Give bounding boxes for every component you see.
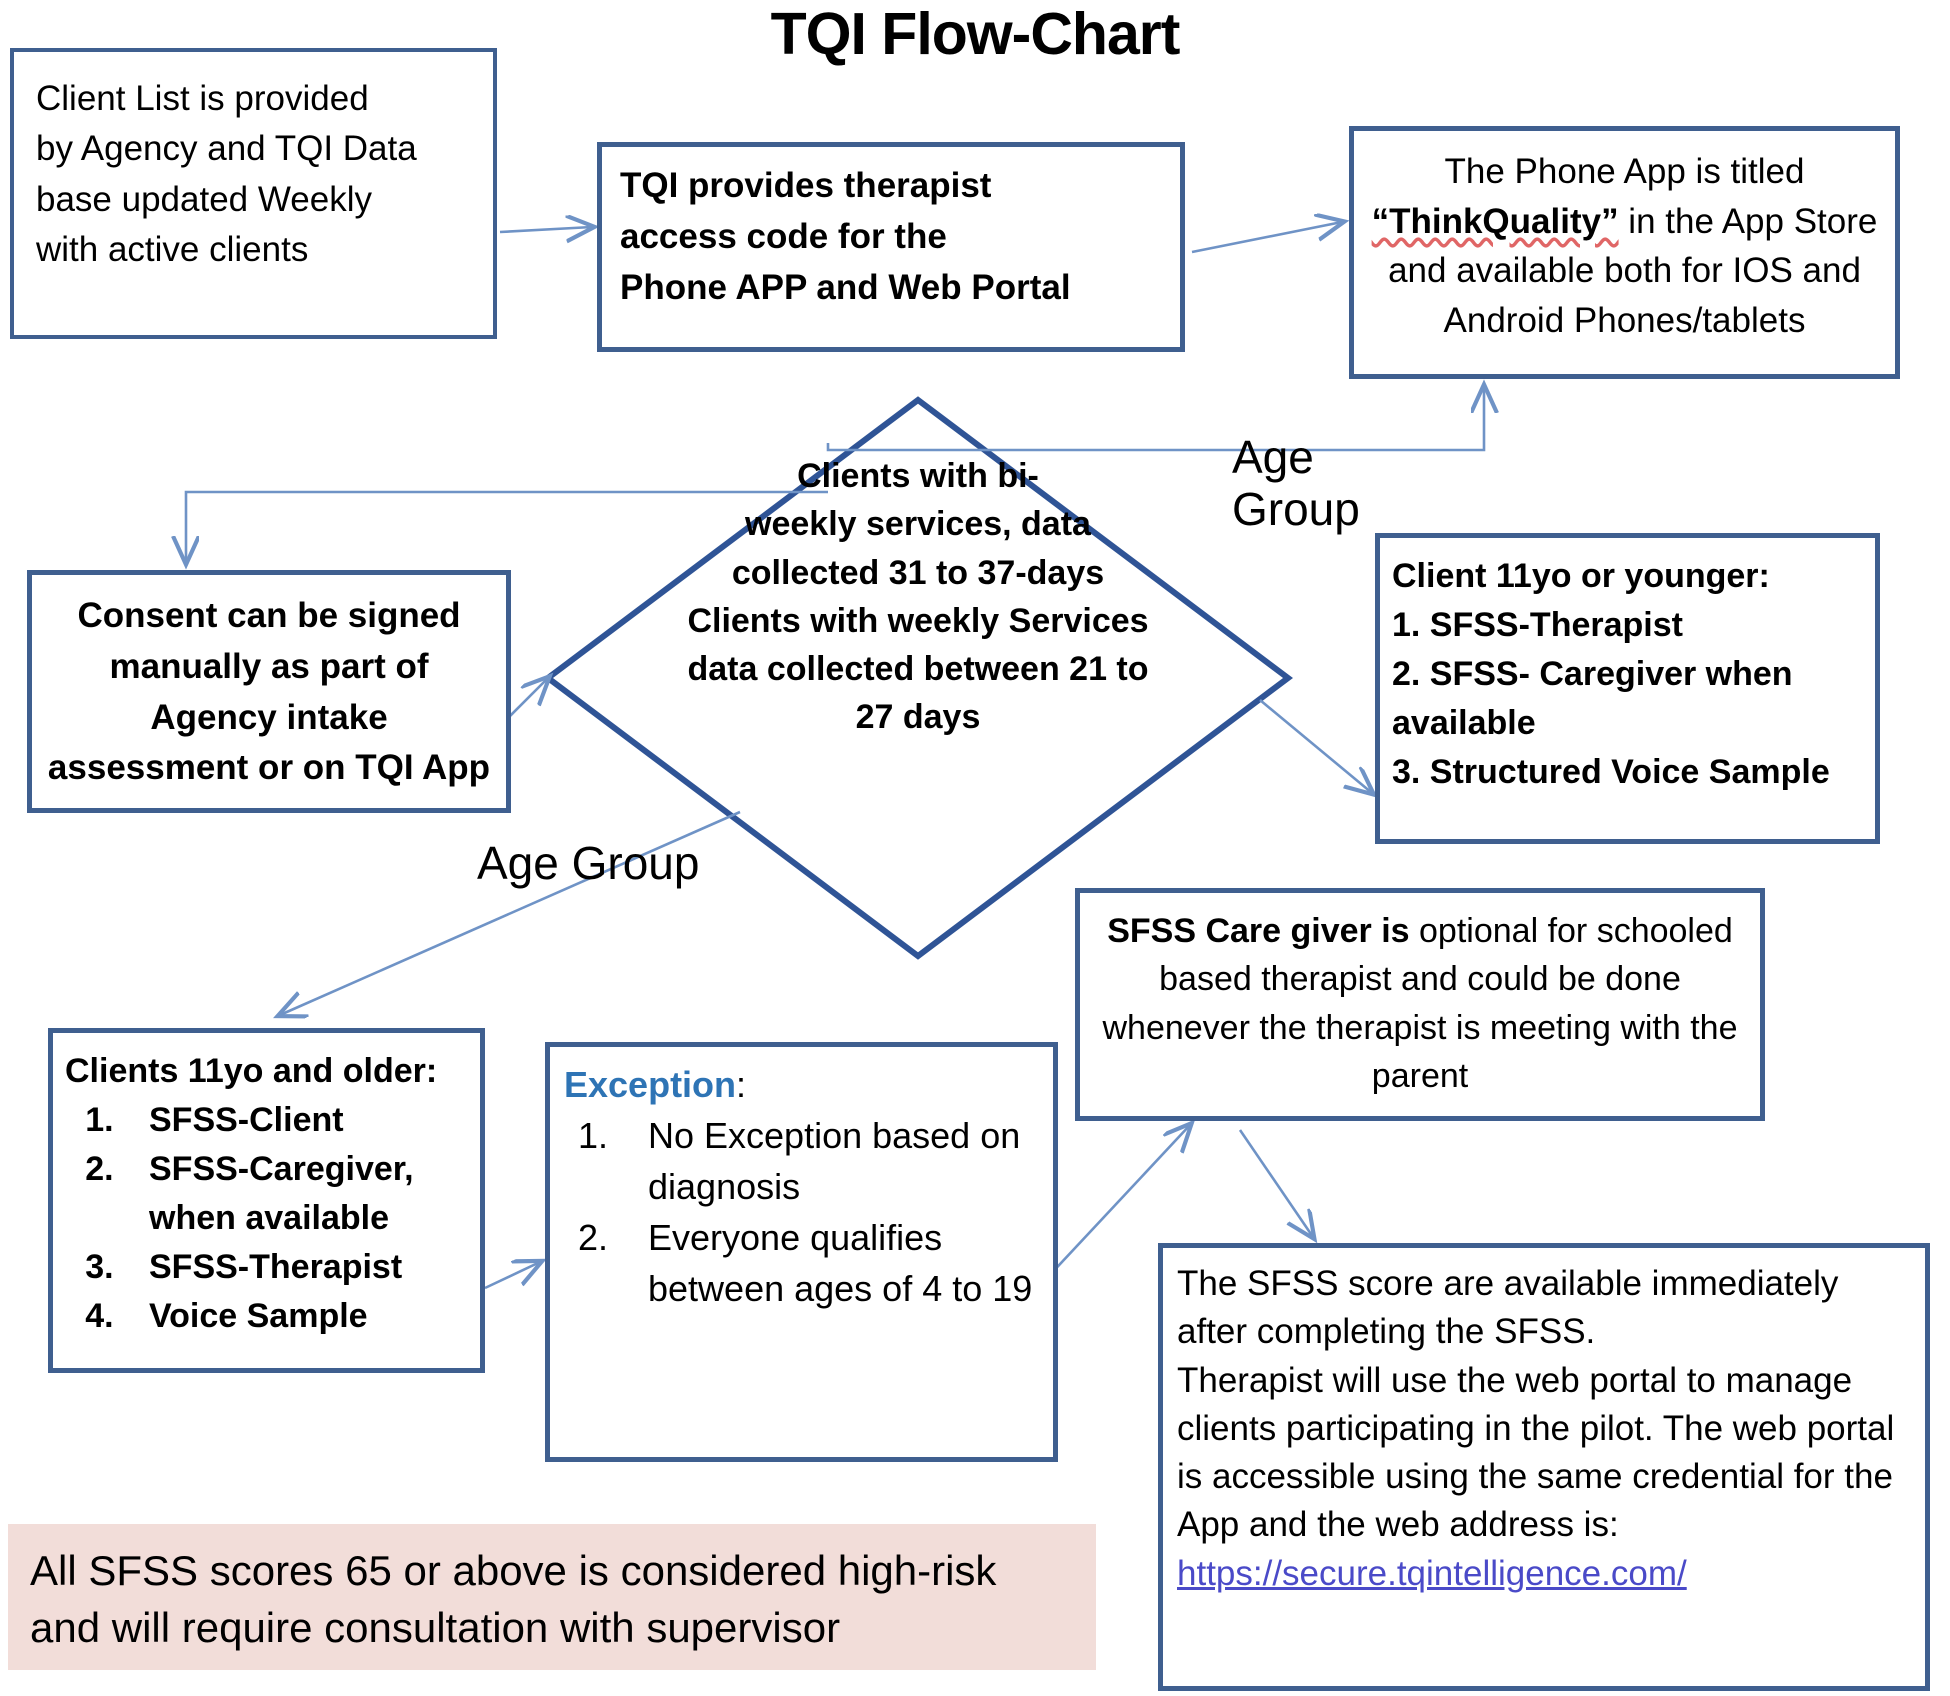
- edge-label-age-group-right: Age Group: [1232, 431, 1360, 535]
- age-younger-item-3: 3. Structured Voice Sample: [1392, 752, 1830, 791]
- sfss-score-paragraph-2: Therapist will use the web portal to man…: [1177, 1360, 1895, 1545]
- decision-diamond-label: Clients with bi- weekly services, data c…: [628, 452, 1208, 742]
- edge-sfss-caregiver-to-sfss-score: [1238, 1129, 1313, 1237]
- edge-label-age-group-left: Age Group: [477, 837, 700, 889]
- high-risk-banner-text: All SFSS scores 65 or above is considere…: [30, 1547, 997, 1652]
- age-11-and-older-box: Clients 11yo and older: SFSS-Client SFSS…: [48, 1028, 485, 1373]
- tqi-access-line-1: TQI provides therapist: [620, 166, 992, 205]
- sfss-caregiver-rest: optional for schooled based therapist an…: [1102, 912, 1738, 1095]
- age-older-item-4: Voice Sample: [123, 1292, 476, 1341]
- sfss-score-note-box: The SFSS score are available immediately…: [1158, 1243, 1930, 1691]
- consent-line-1: Consent can be signed: [77, 596, 461, 635]
- edge-tqiaccess-to-phoneapp: [1191, 222, 1342, 254]
- age-younger-item-2-cont: available: [1392, 703, 1536, 742]
- phone-app-line-3: and available both for IOS and: [1388, 251, 1861, 291]
- age-older-list: SFSS-Client SFSS-Caregiver, when availab…: [65, 1096, 476, 1341]
- phone-app-line-2-rest: in the App Store: [1618, 201, 1878, 241]
- decision-line-4: Clients with weekly Services: [687, 601, 1149, 640]
- phone-app-line-4: Android Phones/tablets: [1443, 301, 1806, 341]
- age-younger-item-2: 2. SFSS- Caregiver when: [1392, 654, 1793, 693]
- phone-app-box: The Phone App is titled “ThinkQuality” i…: [1349, 126, 1900, 379]
- sfss-caregiver-bold-lead: SFSS Care giver is: [1107, 912, 1410, 950]
- client-list-line-1: Client List is provided: [36, 79, 369, 118]
- age-older-item-2: SFSS-Caregiver, when available: [123, 1145, 476, 1243]
- phone-app-line-1: The Phone App is titled: [1444, 152, 1805, 191]
- decision-line-2: weekly services, data: [745, 505, 1091, 544]
- exception-heading: Exception:: [564, 1059, 1045, 1110]
- age-younger-heading: Client 11yo or younger:: [1392, 557, 1770, 595]
- client-list-line-4: with active clients: [36, 230, 309, 270]
- consent-line-3: Agency intake: [150, 697, 388, 737]
- edge-age-older-to-exception: [484, 1262, 540, 1290]
- client-list-line-3: base updated Weekly: [36, 179, 372, 219]
- age-11-or-younger-box: Client 11yo or younger: 1. SFSS-Therapis…: [1375, 533, 1880, 844]
- exception-keyword: Exception: [564, 1064, 737, 1105]
- thinkquality-app-name: “ThinkQuality”: [1371, 201, 1619, 241]
- tqi-access-line-2: access code for the: [620, 216, 947, 256]
- web-portal-link[interactable]: https://secure.tqintelligence.com/: [1177, 1553, 1687, 1593]
- tqi-access-code-box: TQI provides therapist access code for t…: [597, 142, 1185, 352]
- tqi-access-line-3: Phone APP and Web Portal: [620, 267, 1071, 307]
- decision-line-1: Clients with bi-: [797, 457, 1039, 495]
- decision-line-5: data collected between 21 to: [687, 650, 1149, 689]
- age-older-heading: Clients 11yo and older:: [65, 1052, 438, 1090]
- exception-item-2: Everyone qualifies between ages of 4 to …: [618, 1212, 1045, 1314]
- exception-list: No Exception based on diagnosis Everyone…: [564, 1110, 1045, 1314]
- sfss-score-paragraph-1: The SFSS score are available immediately…: [1177, 1264, 1839, 1352]
- decision-line-3: collected 31 to 37-days: [731, 553, 1105, 592]
- age-older-item-1: SFSS-Client: [123, 1096, 476, 1145]
- client-list-line-2: by Agency and TQI Data: [36, 129, 417, 169]
- age-younger-item-1: 1. SFSS-Therapist: [1392, 605, 1683, 644]
- exception-colon: :: [736, 1064, 747, 1105]
- edge-clientlist-to-tqiaccess: [499, 227, 592, 232]
- page-title: TQI Flow-Chart: [770, 1, 1181, 67]
- exception-item-1: No Exception based on diagnosis: [618, 1110, 1045, 1212]
- exception-box: Exception: No Exception based on diagnos…: [545, 1042, 1058, 1462]
- phone-app-line-2: “ThinkQuality” in the App Store: [1360, 197, 1889, 247]
- edge-decision-to-age-younger: [1259, 698, 1372, 793]
- client-list-box: Client List is provided by Agency and TQ…: [10, 48, 497, 339]
- high-risk-banner: All SFSS scores 65 or above is considere…: [8, 1524, 1096, 1670]
- age-older-item-3: SFSS-Therapist: [123, 1243, 476, 1292]
- consent-line-4: assessment or on TQI App: [47, 748, 491, 788]
- sfss-caregiver-note-box: SFSS Care giver is optional for schooled…: [1075, 888, 1765, 1121]
- consent-line-2: manually as part of: [109, 646, 429, 686]
- decision-line-6: 27 days: [855, 698, 981, 737]
- consent-box: Consent can be signed manually as part o…: [27, 570, 511, 813]
